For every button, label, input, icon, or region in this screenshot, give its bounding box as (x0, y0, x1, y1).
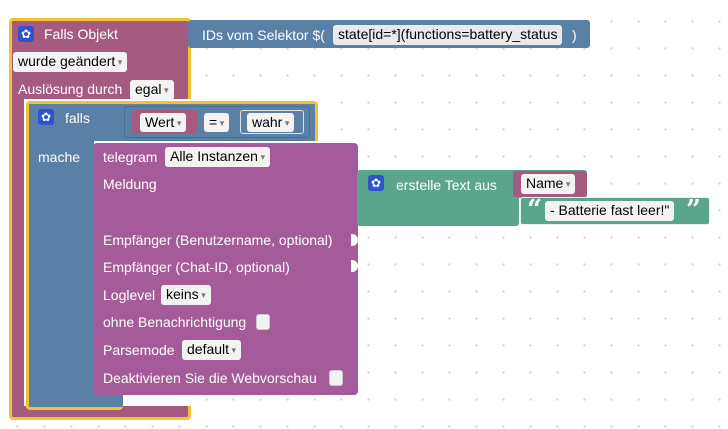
event-dropdown[interactable]: wurde geändert (13, 52, 128, 72)
cause-dropdown[interactable]: egal (130, 80, 174, 100)
quote-close-icon: ” (686, 195, 701, 225)
gear-icon[interactable]: ✿ (38, 109, 54, 125)
parsemode-label: Parsemode (103, 342, 175, 358)
loglevel-dropdown[interactable]: keins (161, 285, 211, 305)
recipient-name-label: Empfänger (Benutzername, optional) (103, 232, 333, 248)
value-dropdown[interactable]: Wert (140, 113, 187, 132)
recipient-chat-label: Empfänger (Chat-ID, optional) (103, 259, 290, 275)
input-notch (351, 260, 358, 272)
silent-checkbox[interactable] (256, 314, 270, 330)
silent-label: ohne Benachrichtigung (103, 314, 247, 330)
instance-dropdown[interactable]: Alle Instanzen (165, 147, 270, 167)
trigger-cause-label: Auslösung durch (18, 81, 123, 97)
quote-open-icon: “ (527, 195, 542, 225)
do-label: mache (38, 149, 81, 165)
preview-checkbox[interactable] (329, 370, 343, 386)
if-block-spine (26, 138, 94, 408)
trigger-title: Falls Objekt (44, 26, 118, 42)
name-dropdown[interactable]: Name (521, 174, 576, 194)
telegram-label: telegram (103, 149, 158, 165)
parsemode-dropdown[interactable]: default (182, 340, 242, 360)
boolean-dropdown[interactable]: wahr (247, 113, 295, 132)
text-join-label: erstelle Text aus (396, 177, 497, 193)
selector-label: IDs vom Selektor $( (202, 27, 325, 43)
if-label: falls (65, 110, 90, 126)
text-literal-input[interactable]: - Batterie fast leer!" (545, 201, 675, 221)
input-notch (351, 234, 358, 246)
gear-icon[interactable]: ✿ (18, 26, 34, 42)
gear-icon[interactable]: ✿ (368, 175, 384, 191)
loglevel-label: Loglevel (103, 287, 156, 303)
selector-input[interactable]: state[id=*](functions=battery_status (333, 25, 563, 45)
operator-dropdown[interactable]: = (204, 113, 230, 132)
selector-suffix: ) (572, 27, 577, 43)
message-label: Meldung (103, 176, 157, 192)
preview-label: Deaktivieren Sie die Webvorschau (103, 370, 317, 386)
if-block-foot (26, 394, 123, 410)
